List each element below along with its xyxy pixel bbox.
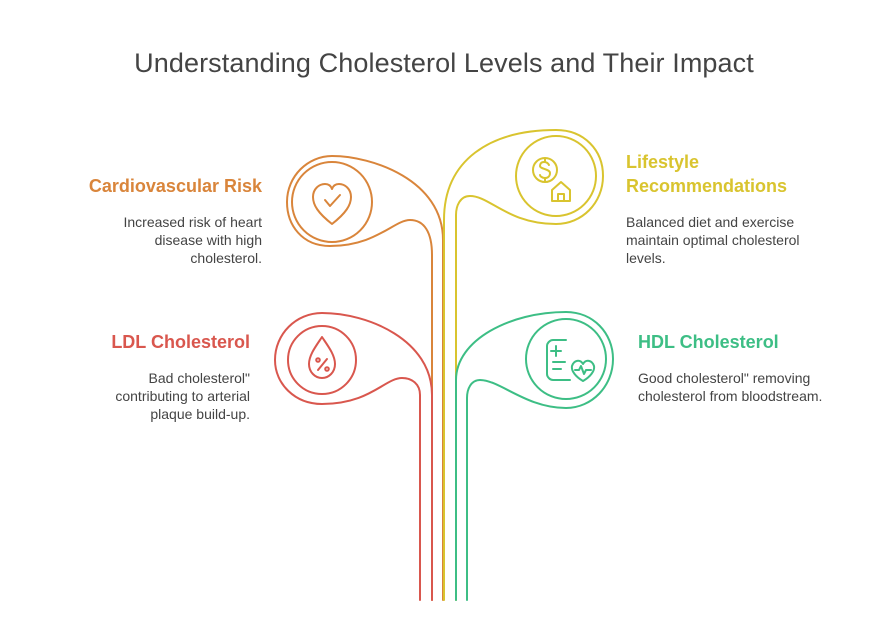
cardio-branch xyxy=(286,155,444,601)
hdl-branch xyxy=(455,311,614,601)
lifestyle-icon-ring xyxy=(515,135,597,217)
lifestyle-stem-line xyxy=(443,129,604,601)
hdl-heading: HDL Cholesterol xyxy=(638,332,779,352)
ldl-icon-ring xyxy=(287,325,357,395)
dollar-house-icon xyxy=(532,157,571,202)
lifestyle-branch xyxy=(443,129,604,601)
heart-check-icon xyxy=(312,183,352,225)
lifestyle-heading-line2: Recommendations xyxy=(626,176,788,196)
lifestyle-heading-line1: Lifestyle xyxy=(626,152,700,172)
drop-percent-icon xyxy=(308,336,336,379)
hdl-icon-ring xyxy=(525,318,607,400)
cardio-heading: Cardiovascular Risk xyxy=(88,176,262,196)
hdl-stem-line xyxy=(455,311,614,601)
cardio-stem-line xyxy=(286,155,444,601)
medical-report-icon xyxy=(546,339,596,382)
hdl-description: Good cholesterol" removing cholesterol f… xyxy=(638,370,823,404)
cardio-icon-ring xyxy=(291,161,373,243)
ldl-heading: LDL Cholesterol xyxy=(111,332,250,352)
page-title: Understanding Cholesterol Levels and The… xyxy=(134,48,754,78)
ldl-stem-line xyxy=(274,312,433,601)
ldl-description: Bad cholesterol" contributing to arteria… xyxy=(115,370,250,422)
ldl-branch xyxy=(274,312,433,601)
lifestyle-description: Balanced diet and exercise maintain opti… xyxy=(626,214,800,266)
cardio-description: Increased risk of heart disease with hig… xyxy=(123,214,262,266)
